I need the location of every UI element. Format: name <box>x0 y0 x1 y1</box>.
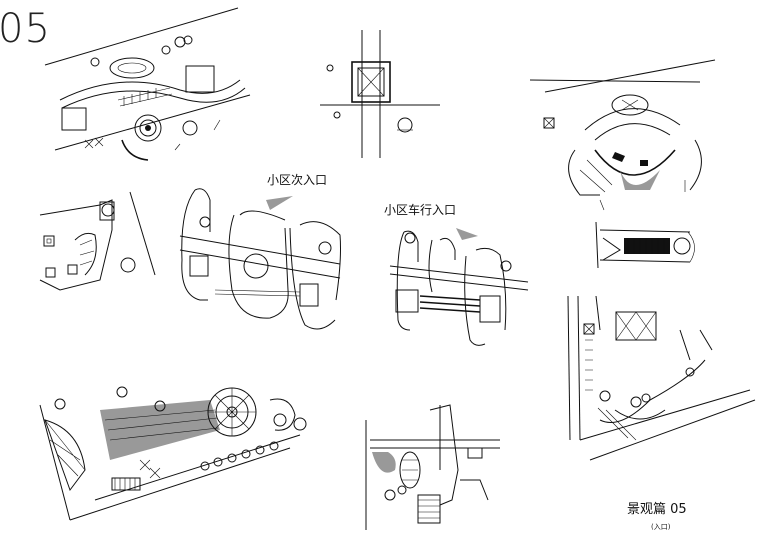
plan-secondary-entrance <box>179 188 341 330</box>
sheet-title: 景观篇 05 <box>627 502 687 517</box>
sheet-subtitle: (入口) <box>651 523 671 531</box>
plan-bottom-left <box>39 386 307 521</box>
plan-top-left <box>44 7 251 161</box>
plan-right-large <box>567 295 756 461</box>
plan-right-strip <box>595 221 695 269</box>
plan-bottom-middle <box>365 404 500 530</box>
page-number: 05 <box>0 6 51 52</box>
label-secondary-entrance: 小区次入口 <box>267 173 328 187</box>
plan-top-right <box>529 59 716 211</box>
label-vehicle-entrance: 小区车行入口 <box>384 203 457 217</box>
plan-left-middle <box>39 191 156 291</box>
plan-top-middle <box>320 30 440 158</box>
plan-vehicle-entrance <box>389 228 529 346</box>
